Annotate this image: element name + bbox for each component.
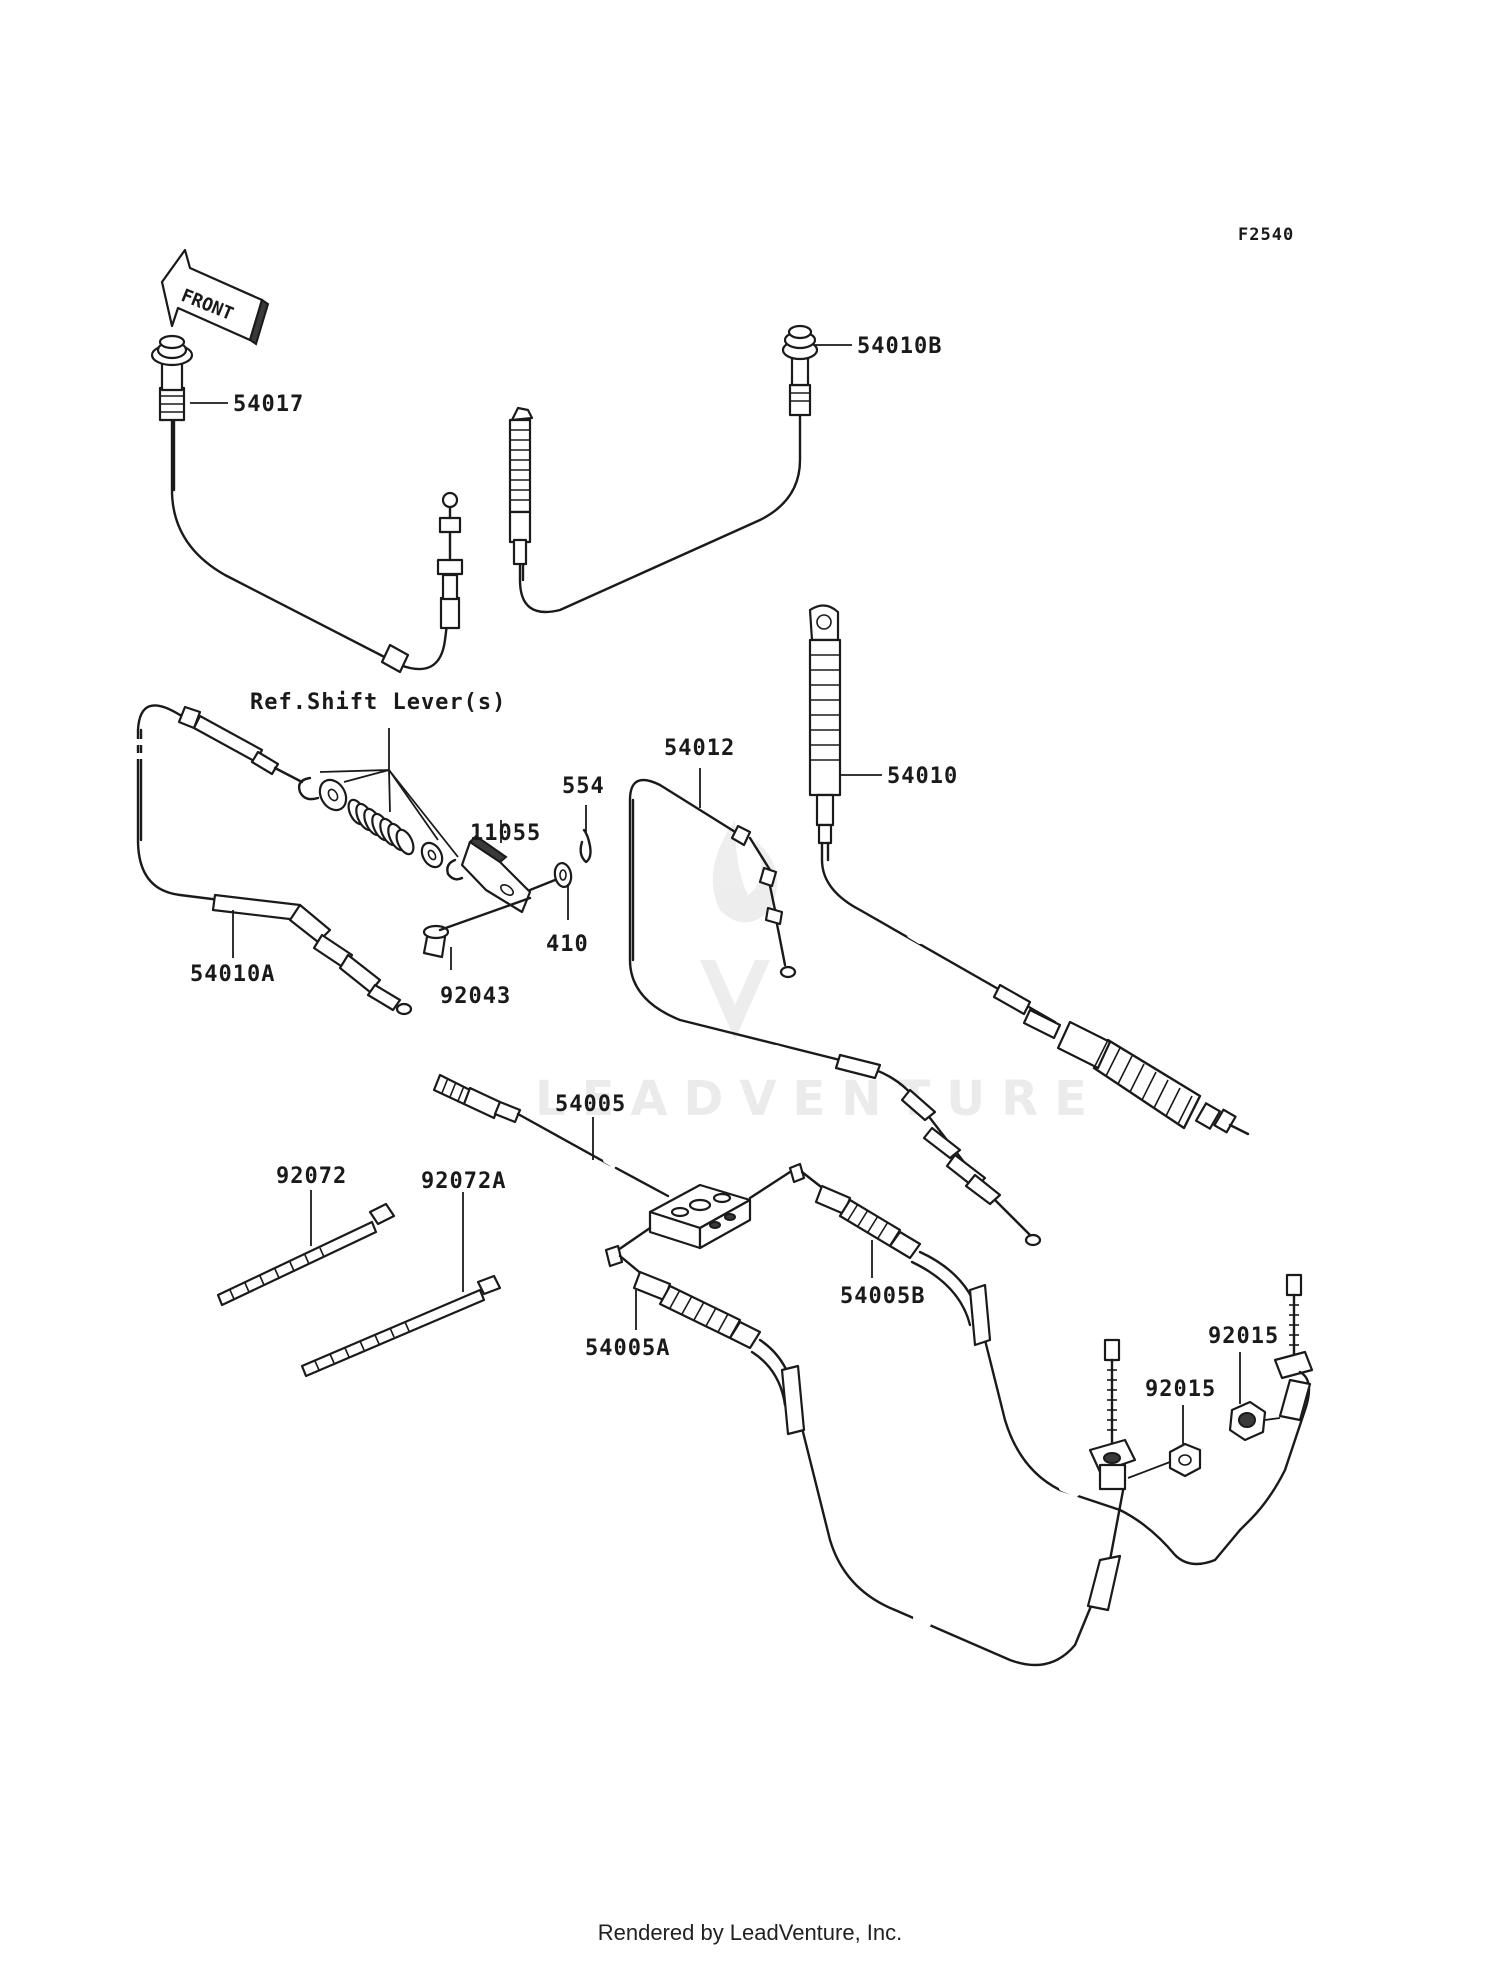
figure-code: F2540 xyxy=(1238,225,1294,245)
ref-shift-lever-label: Ref.Shift Lever(s) xyxy=(250,690,506,715)
pin-92043 xyxy=(422,896,532,959)
ref-bracket xyxy=(319,728,459,858)
cable-54012 xyxy=(628,778,1042,1247)
label-92043: 92043 xyxy=(440,984,511,1009)
cable-54010 xyxy=(808,604,1250,1136)
label-54010a: 54010A xyxy=(190,962,275,987)
brake-rod-right xyxy=(1238,1273,1314,1532)
footer-credit: Rendered by LeadVenture, Inc. xyxy=(597,1920,903,1945)
cable-tie-92072a xyxy=(300,1274,502,1378)
label-54017: 54017 xyxy=(233,392,304,417)
label-54005: 54005 xyxy=(555,1092,626,1117)
clip-554 xyxy=(579,828,592,864)
watermark-text: LEADVENTURE xyxy=(535,1071,1103,1127)
nut-92015-lower xyxy=(1168,1442,1202,1478)
leader-92015-upper-b xyxy=(1264,1417,1281,1421)
label-92072: 92072 xyxy=(276,1164,347,1189)
label-410: 410 xyxy=(546,932,589,957)
label-54010: 54010 xyxy=(887,764,958,789)
label-54005a: 54005A xyxy=(585,1336,670,1361)
label-54012: 54012 xyxy=(664,736,735,761)
nut-92015-upper xyxy=(1228,1400,1267,1442)
label-54010b: 54010B xyxy=(857,334,942,359)
cable-54005a xyxy=(604,1244,1127,1667)
junction-block xyxy=(616,1170,792,1252)
watermark: LEADVENTURE xyxy=(535,820,1103,1127)
leader-92015-lower-b xyxy=(1127,1461,1171,1479)
label-554: 554 xyxy=(562,774,605,799)
cable-tie-92072 xyxy=(216,1202,396,1307)
brake-rod-left xyxy=(1088,1338,1137,1491)
cable-54005 xyxy=(432,1073,670,1198)
cable-54005b xyxy=(788,1162,1242,1566)
washer-410 xyxy=(528,862,573,892)
cable-54010b xyxy=(508,324,819,614)
front-arrow-icon: FRONT xyxy=(160,248,270,346)
label-92072a: 92072A xyxy=(421,1169,506,1194)
label-11055: 11055 xyxy=(470,821,541,846)
spring-icon xyxy=(347,798,415,856)
label-92015-upper: 92015 xyxy=(1208,1324,1279,1349)
cable-54017 xyxy=(150,334,464,674)
label-92015-lower: 92015 xyxy=(1145,1377,1216,1402)
label-54005b: 54005B xyxy=(840,1284,925,1309)
shift-lever-11055 xyxy=(460,834,532,914)
cable-54010a xyxy=(132,704,464,1016)
